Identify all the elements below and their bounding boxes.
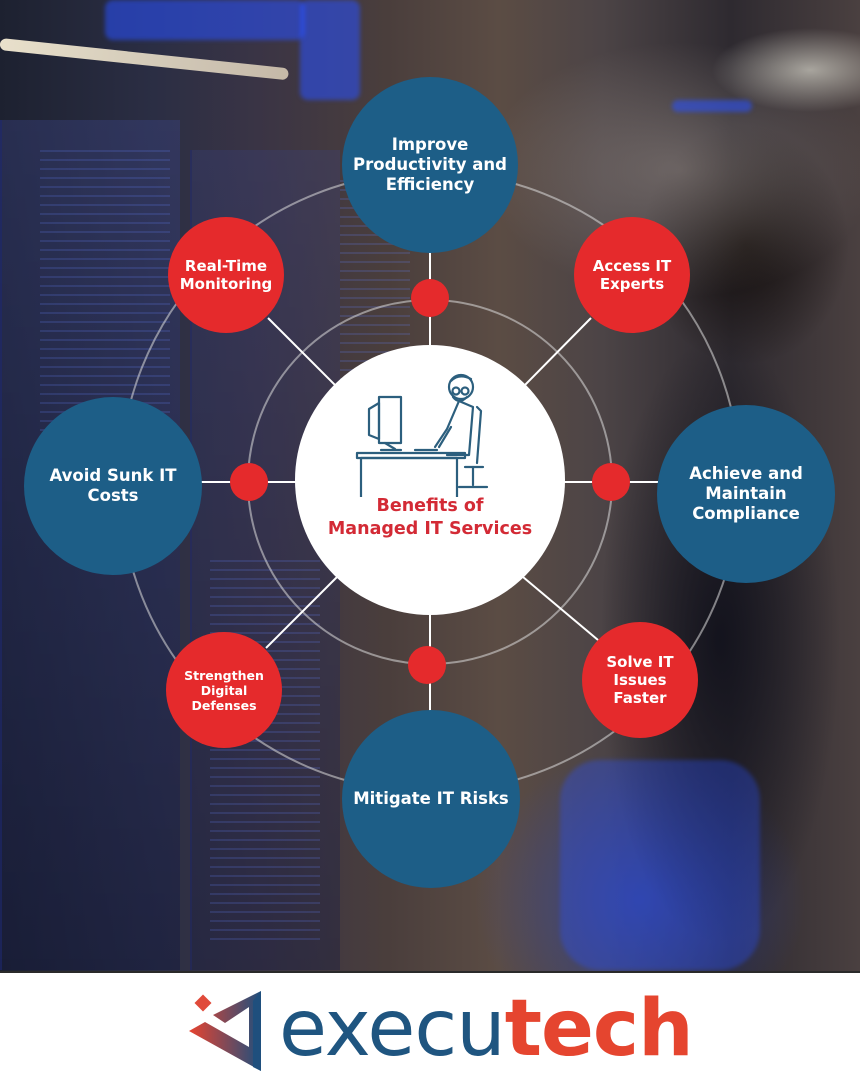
benefit-label: Real-Time Monitoring bbox=[179, 257, 273, 293]
logo-word-tech: tech bbox=[504, 984, 694, 1074]
hub-title: Benefits of Managed IT Services bbox=[327, 496, 533, 539]
benefit-node-avoid-sunk-costs: Avoid Sunk IT Costs bbox=[24, 397, 202, 575]
benefit-node-compliance: Achieve and Maintain Compliance bbox=[657, 405, 835, 583]
benefit-label: Avoid Sunk IT Costs bbox=[49, 466, 177, 505]
central-hub: Benefits of Managed IT Services bbox=[295, 345, 565, 615]
benefit-node-access-it-experts: Access IT Experts bbox=[574, 217, 690, 333]
benefit-node-mitigate-risks: Mitigate IT Risks bbox=[342, 710, 520, 888]
connector-dot bbox=[408, 646, 446, 684]
connector-dot bbox=[411, 279, 449, 317]
floor-reflection bbox=[560, 760, 760, 970]
blue-light bbox=[672, 100, 752, 112]
person-at-computer-desk-icon bbox=[355, 373, 489, 497]
benefit-node-improve-productivity: Improve Productivity and Efficiency bbox=[342, 77, 518, 253]
benefit-node-real-time-monitoring: Real-Time Monitoring bbox=[168, 217, 284, 333]
blue-light bbox=[300, 0, 360, 100]
footer: executech bbox=[0, 971, 860, 1080]
connector-dot bbox=[230, 463, 268, 501]
benefit-label: Improve Productivity and Efficiency bbox=[353, 135, 507, 194]
benefit-label: Access IT Experts bbox=[592, 257, 672, 293]
benefit-label: Strengthen Digital Defenses bbox=[184, 667, 264, 713]
connector-dot bbox=[592, 463, 630, 501]
benefit-node-solve-issues-faster: Solve IT Issues Faster bbox=[582, 622, 698, 738]
server-rack-lights bbox=[210, 560, 320, 940]
logo-wordmark: executech bbox=[279, 981, 694, 1077]
blue-light bbox=[105, 0, 305, 40]
benefit-node-strengthen-defenses: Strengthen Digital Defenses bbox=[166, 632, 282, 748]
benefit-label: Mitigate IT Risks bbox=[353, 789, 509, 809]
executech-logo: executech bbox=[183, 981, 694, 1077]
logo-word-execu: execu bbox=[279, 984, 506, 1074]
executech-triangle-logo-icon bbox=[189, 991, 261, 1071]
benefit-label: Achieve and Maintain Compliance bbox=[689, 464, 803, 523]
benefit-label: Solve IT Issues Faster bbox=[606, 653, 674, 707]
